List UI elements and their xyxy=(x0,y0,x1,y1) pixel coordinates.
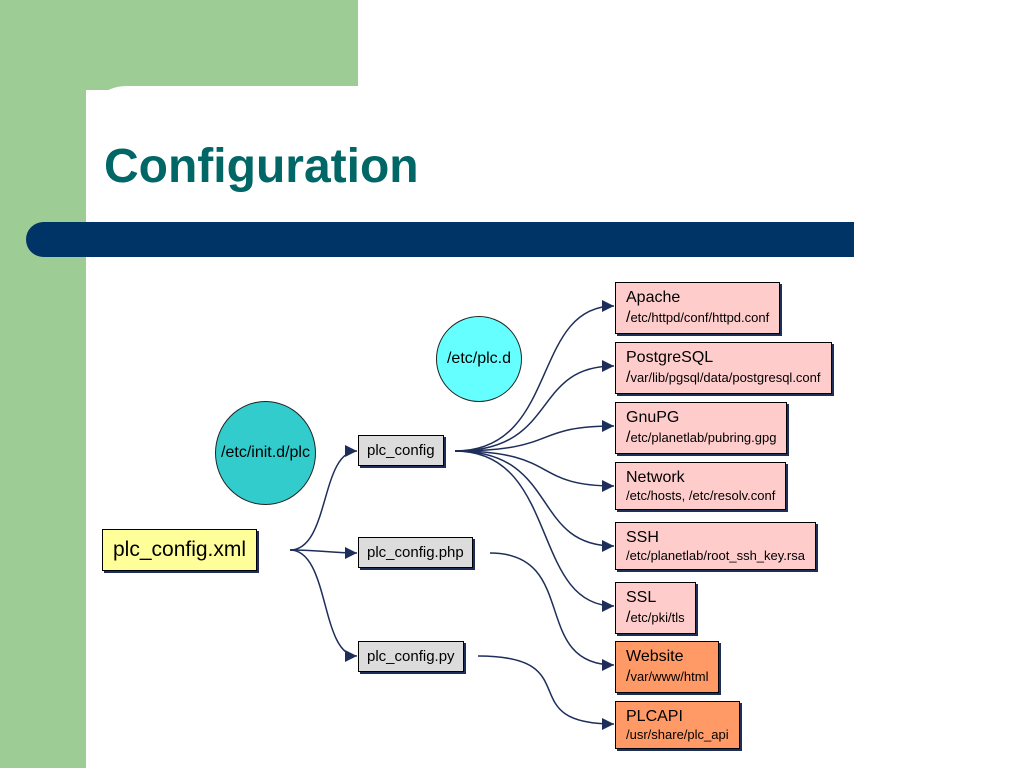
target-path: /usr/share/plc_api xyxy=(626,727,729,742)
source-xml-label: plc_config.xml xyxy=(113,538,247,561)
processor-plc-config-php: plc_config.php xyxy=(358,537,473,568)
target-name: Apache xyxy=(626,289,681,306)
connector-plc-config-to-ssh xyxy=(454,450,615,552)
title-underline-bar xyxy=(26,222,854,257)
target-plcapi: PLCAPI /usr/share/plc_api xyxy=(615,701,740,750)
target-ssl: SSL /etc/pki/tls xyxy=(615,582,696,634)
config-dir-label: /etc/plc.d xyxy=(446,350,512,367)
target-name: SSL xyxy=(626,589,657,606)
init-script-circle: /etc/init.d/plc xyxy=(215,401,316,505)
processor-plc-config: plc_config xyxy=(358,435,444,466)
init-script-label: /etc/init.d/plc xyxy=(221,444,310,461)
connector-plc-config-to-network xyxy=(454,450,615,492)
target-path: /var/lib/pgsql/data/postgresql.conf xyxy=(626,369,821,386)
processor-label: plc_config xyxy=(367,442,435,459)
target-website: Website /var/www/html xyxy=(615,641,720,693)
connector-plc-config-to-postgresql xyxy=(454,360,615,452)
target-network: Network /etc/hosts, /etc/resolv.conf xyxy=(615,462,787,511)
target-path: /etc/planetlab/root_ssh_key.rsa xyxy=(626,548,805,563)
target-name: PLCAPI xyxy=(626,708,683,725)
target-name: SSH xyxy=(626,529,659,546)
target-path: /etc/pki/tls xyxy=(626,609,685,626)
connector-py-to-plcapi xyxy=(477,655,615,730)
config-dir-circle: /etc/plc.d xyxy=(436,316,522,402)
target-path: /etc/planetlab/pubring.gpg xyxy=(626,429,777,446)
connector-plc-config-to-gnupg xyxy=(454,420,615,452)
slide-title: Configuration xyxy=(104,140,419,193)
connector-plc-config-to-ssl xyxy=(454,450,615,612)
target-name: Website xyxy=(626,648,684,665)
connector-php-to-website xyxy=(489,552,615,671)
target-ssh: SSH /etc/planetlab/root_ssh_key.rsa xyxy=(615,522,816,571)
target-name: Network xyxy=(626,469,685,486)
connector-xml-to-plc-config xyxy=(289,445,358,551)
target-apache: Apache /etc/httpd/conf/httpd.conf xyxy=(615,282,781,334)
target-name: PostgreSQL xyxy=(626,349,714,366)
connector-xml-to-plc-config-py xyxy=(289,549,358,662)
target-path: /etc/httpd/conf/httpd.conf xyxy=(626,309,770,326)
connector-xml-to-plc-config-php xyxy=(289,546,358,559)
processor-label: plc_config.php xyxy=(367,544,464,561)
source-xml-box: plc_config.xml xyxy=(102,529,258,571)
processor-label: plc_config.py xyxy=(367,648,455,665)
target-gnupg: GnuPG /etc/planetlab/pubring.gpg xyxy=(615,402,788,454)
target-name: GnuPG xyxy=(626,409,680,426)
green-side-accent xyxy=(0,0,86,768)
processor-plc-config-py: plc_config.py xyxy=(358,641,464,672)
target-postgresql: PostgreSQL /var/lib/pgsql/data/postgresq… xyxy=(615,342,832,394)
connector-plc-config-to-apache xyxy=(454,300,615,452)
target-path: /etc/hosts, /etc/resolv.conf xyxy=(626,488,776,503)
target-path: /var/www/html xyxy=(626,668,709,685)
